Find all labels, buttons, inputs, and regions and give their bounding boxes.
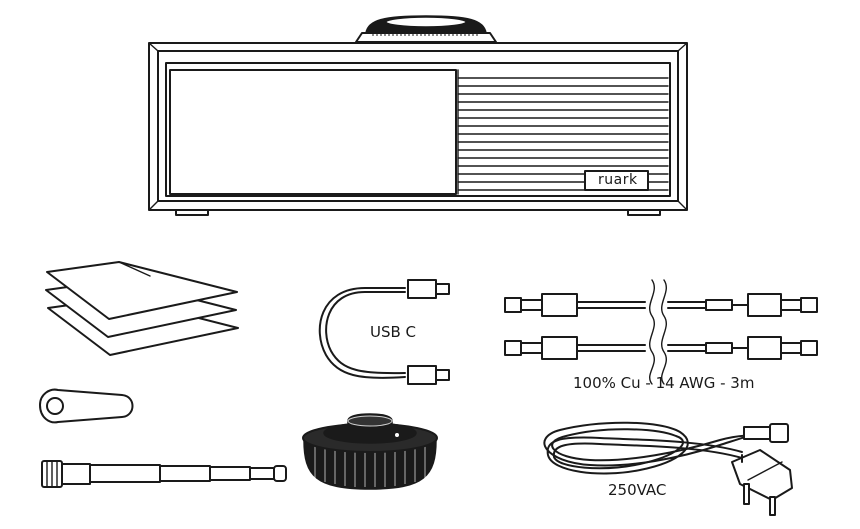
usb-c-cable-icon — [318, 279, 450, 385]
documents-icon — [45, 261, 239, 356]
speaker-cables-icon — [504, 279, 818, 385]
antenna-icon — [41, 460, 287, 488]
speaker-grille — [457, 69, 669, 195]
power-cable-label: 250VAC — [608, 481, 667, 499]
usb-connector-bottom — [407, 365, 437, 385]
remote-control-icon — [302, 413, 438, 490]
foot-right — [627, 209, 661, 216]
radio-unit — [148, 15, 688, 216]
brand-label: ruark — [598, 172, 638, 188]
foot-left — [175, 209, 209, 216]
usb-connector-top — [407, 279, 437, 299]
key-tool-icon — [39, 388, 134, 424]
display-panel — [169, 69, 457, 195]
speaker-cable-label: 100% Cu - 14 AWG - 3m — [573, 374, 755, 392]
cable-pin — [504, 297, 522, 313]
power-cable-icon — [543, 421, 793, 516]
usb-c-label: USB C — [370, 323, 417, 341]
top-knob-icon — [355, 15, 497, 43]
brand-badge — [584, 170, 649, 191]
